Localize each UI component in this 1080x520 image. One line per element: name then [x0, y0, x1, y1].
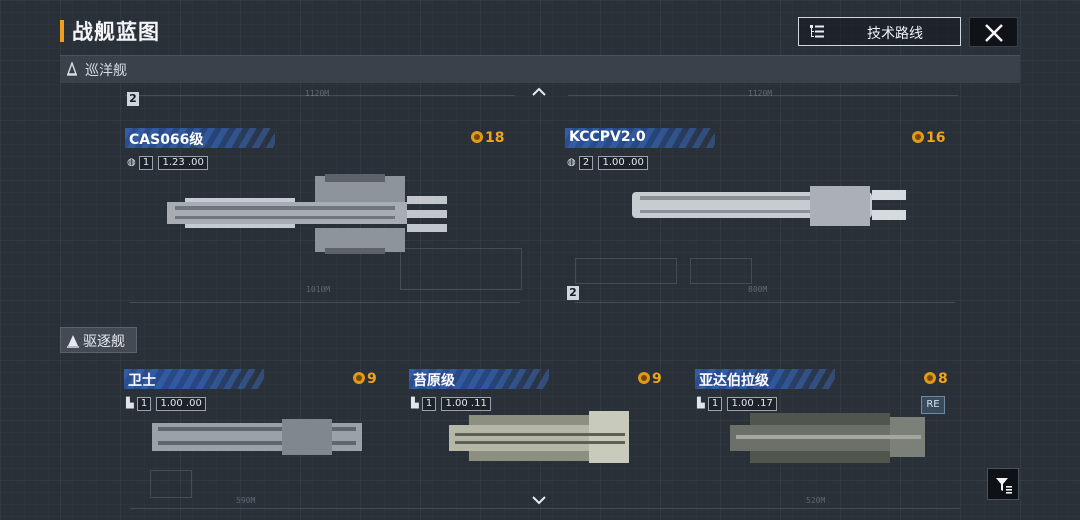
- category-label-cruiser: 巡洋舰: [85, 63, 127, 79]
- ship-stats: ◍ 1 1.23 .00: [127, 156, 210, 170]
- tech-route-button[interactable]: 技术路线: [798, 17, 961, 46]
- ship-name: 卫士: [128, 373, 156, 389]
- cruiser-icon: [67, 62, 77, 76]
- ship-image: [152, 419, 362, 455]
- faction-icon: ▙: [697, 398, 705, 409]
- blueprint-dim-label: 1120M: [305, 89, 330, 98]
- faction-icon: ◍: [567, 157, 576, 168]
- ship-version: 1.00 .11: [441, 397, 491, 411]
- blueprint-dim-label: 590M: [236, 496, 256, 505]
- coin-icon: [353, 372, 365, 384]
- ship-cost: 16: [912, 130, 945, 146]
- ship-stats: ◍ 2 1.00 .00: [567, 156, 650, 170]
- ship-cost: 18: [471, 130, 504, 146]
- ship-version: 1.00 .00: [156, 397, 206, 411]
- ship-image: [167, 174, 447, 254]
- ship-name: 苔原级: [413, 373, 455, 389]
- ship-name-bar: KCCPV2.0: [565, 128, 715, 148]
- ship-stats: ▙ 1 1.00 .17: [697, 397, 779, 411]
- ship-name: CAS066级: [129, 132, 204, 148]
- ship-name: 亚达伯拉级: [699, 373, 769, 389]
- ship-name-bar: 苔原级: [409, 369, 549, 389]
- ship-stats: ▙ 1 1.00 .11: [411, 397, 493, 411]
- ship-card-guardian[interactable]: 卫士 9 ▙ 1 1.00 .00: [124, 369, 379, 469]
- ship-level: 1: [707, 397, 723, 411]
- ship-image: [730, 413, 925, 463]
- blueprint-dim-label: 520M: [806, 496, 826, 505]
- coin-icon: [924, 372, 936, 384]
- ship-level: 1: [136, 397, 152, 411]
- coin-icon: [912, 131, 924, 143]
- ship-name-bar: 卫士: [124, 369, 264, 389]
- blueprint-dim-label: 1120M: [748, 89, 773, 98]
- ship-stats: ▙ 1 1.00 .00: [126, 397, 208, 411]
- page-title: 战舰蓝图: [72, 20, 160, 44]
- blueprint-tag: 2: [127, 92, 139, 106]
- coin-icon: [471, 131, 483, 143]
- tech-route-label: 技术路线: [867, 26, 923, 42]
- ship-level: 1: [421, 397, 437, 411]
- filter-button[interactable]: [987, 468, 1019, 500]
- ship-card-cas066[interactable]: CAS066级 18 ◍ 1 1.23 .00: [125, 128, 525, 288]
- destroyer-icon: [67, 335, 79, 348]
- close-button[interactable]: [969, 17, 1018, 47]
- scroll-down-button[interactable]: [531, 490, 547, 509]
- close-icon: [985, 24, 1003, 42]
- ship-card-aldabra[interactable]: 亚达伯拉级 8 ▙ 1 1.00 .17 RE: [695, 369, 950, 469]
- chevron-up-icon: [532, 87, 546, 96]
- ship-cost: 9: [353, 371, 377, 387]
- chevron-down-icon: [532, 496, 546, 505]
- faction-icon: ▙: [126, 398, 134, 409]
- blueprint-dim-label: 1010M: [306, 285, 331, 294]
- ship-image: [449, 411, 629, 463]
- title-accent: [60, 20, 64, 42]
- category-bar-cruiser: 巡洋舰: [60, 55, 1020, 83]
- ship-cost: 8: [924, 371, 948, 387]
- ship-name: KCCPV2.0: [569, 129, 646, 145]
- ship-image: [632, 186, 906, 226]
- ship-level: 2: [578, 156, 594, 170]
- ship-version: 1.00 .17: [727, 397, 777, 411]
- filter-icon: [996, 478, 1012, 494]
- tech-route-icon: [810, 25, 824, 38]
- ship-name-bar: 亚达伯拉级: [695, 369, 835, 389]
- category-label-destroyer: 驱逐舰: [83, 334, 125, 350]
- blueprint-dim-label: 800M: [748, 285, 768, 294]
- ship-version: 1.00 .00: [598, 156, 648, 170]
- ship-card-tundra[interactable]: 苔原级 9 ▙ 1 1.00 .11: [409, 369, 664, 469]
- ship-card-kccpv[interactable]: KCCPV2.0 16 ◍ 2 1.00 .00: [565, 128, 955, 288]
- coin-icon: [638, 372, 650, 384]
- category-bar-destroyer: 驱逐舰: [60, 327, 137, 353]
- ship-name-bar: CAS066级: [125, 128, 275, 148]
- faction-icon: ▙: [411, 398, 419, 409]
- scroll-up-button[interactable]: [531, 82, 547, 101]
- faction-icon: ◍: [127, 157, 136, 168]
- blueprint-tag: 2: [567, 286, 579, 300]
- re-badge: RE: [921, 396, 945, 414]
- ship-level: 1: [138, 156, 154, 170]
- ship-cost: 9: [638, 371, 662, 387]
- ship-version: 1.23 .00: [158, 156, 208, 170]
